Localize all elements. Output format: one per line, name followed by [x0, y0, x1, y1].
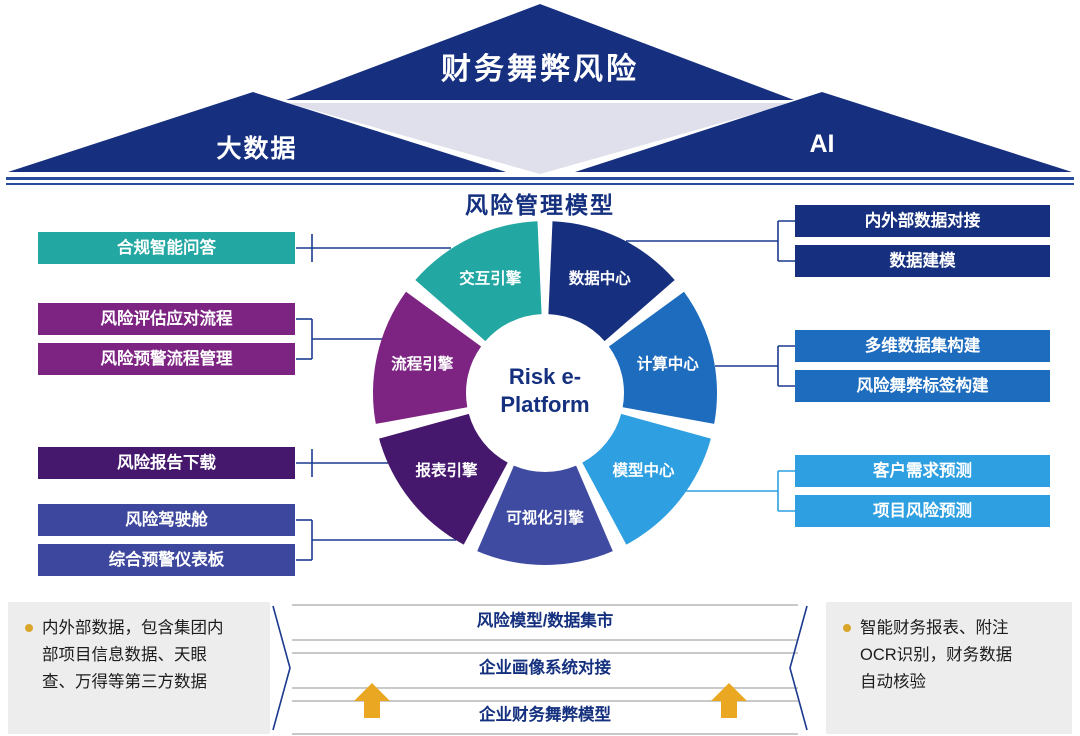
right-module-4: 风险舞弊标签构建: [795, 370, 1050, 402]
up-arrow-icon-1: [354, 683, 390, 718]
left-module-1: 合规智能问答: [38, 232, 295, 264]
right-module-2: 数据建模: [795, 245, 1050, 277]
right-module-5: 客户需求预测: [795, 455, 1050, 487]
pyramid-center-triangle: [288, 103, 792, 174]
wheel-segment-label-6: 流程引擎: [391, 354, 454, 373]
section-title: 风险管理模型: [465, 192, 615, 218]
wheel-segment-label-5: 报表引擎: [415, 461, 478, 480]
right-module-1: 内外部数据对接: [795, 205, 1050, 237]
middle-grid-line-3: [292, 652, 798, 654]
pyramid-top-triangle: [286, 4, 794, 100]
pyramid-left-label: 大数据: [216, 135, 298, 163]
wheel-center-line2: Platform: [500, 392, 590, 417]
middle-grid-line-2: [292, 639, 798, 641]
bottom-left-note: 内外部数据，包含集团内部项目信息数据、天眼查、万得等第三方数据: [8, 602, 270, 734]
wheel-segment-6: [373, 291, 482, 424]
bottom-right-note: 智能财务报表、附注OCR识别，财务数据自动核验: [826, 602, 1072, 734]
left-angle-bracket: [272, 605, 291, 731]
wheel-segment-label-2: 计算中心: [637, 354, 700, 373]
pyramid-right-label: AI: [809, 130, 835, 158]
middle-row-enterprise-profile: 企业画像系统对接: [479, 659, 611, 677]
bullet-dot-icon: [843, 624, 851, 632]
middle-grid-line-6: [292, 733, 798, 735]
divider-line-top: [6, 177, 1074, 180]
wheel-segment-2: [608, 291, 717, 424]
middle-grid-line-4: [292, 687, 798, 689]
wheel-segment-label-7: 交互引擎: [459, 269, 522, 288]
left-module-3: 风险预警流程管理: [38, 343, 295, 375]
right-angle-bracket: [789, 605, 808, 731]
connector-group: [296, 220, 795, 561]
wheel-center-line1: Risk e-: [508, 364, 582, 389]
wheel-segment-7: [415, 221, 542, 342]
bottom-right-note-text: 智能财务报表、附注OCR识别，财务数据自动核验: [860, 619, 1013, 691]
right-module-3: 多维数据集构建: [795, 330, 1050, 362]
middle-grid-line-1: [292, 604, 798, 606]
bottom-left-note-text: 内外部数据，包含集团内部项目信息数据、天眼查、万得等第三方数据: [42, 619, 224, 691]
pyramid-group: [6, 4, 1074, 185]
bottom-group: [272, 604, 808, 735]
bullet-dot-icon: [25, 624, 33, 632]
pyramid-top-label: 财务舞弊风险: [441, 53, 639, 86]
wheel-segment-label-4: 可视化引擎: [506, 508, 584, 527]
up-arrow-icon-2: [711, 683, 747, 718]
divider-line-bottom: [6, 183, 1074, 185]
pyramid-right-triangle: [575, 92, 1072, 172]
left-module-5: 风险驾驶舱: [38, 504, 295, 536]
middle-row-fraud-model: 企业财务舞弊模型: [479, 706, 611, 724]
wheel-segment-label-1: 数据中心: [569, 269, 632, 288]
left-module-2: 风险评估应对流程: [38, 303, 295, 335]
right-module-6: 项目风险预测: [795, 495, 1050, 527]
wheel-center-label: Risk e- Platform: [465, 363, 625, 419]
left-module-6: 综合预警仪表板: [38, 544, 295, 576]
middle-row-risk-model: 风险模型/数据集市: [476, 612, 614, 630]
pyramid-left-triangle: [8, 92, 506, 172]
wheel-segment-4: [477, 465, 613, 566]
wheel-segment-5: [379, 413, 508, 545]
wheel-segment-1: [548, 221, 675, 342]
wheel-segment-3: [582, 413, 711, 545]
middle-grid-line-5: [292, 700, 798, 702]
wheel-segment-label-3: 模型中心: [612, 461, 675, 480]
left-module-4: 风险报告下载: [38, 447, 295, 479]
